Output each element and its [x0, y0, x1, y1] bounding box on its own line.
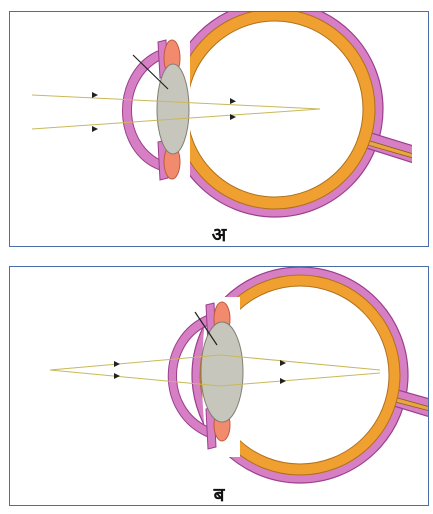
eye-diagram-b: [10, 267, 429, 506]
arrowhead-icon: [114, 373, 120, 379]
vitreous-a: [187, 21, 363, 197]
lens-a: [157, 64, 189, 154]
panel-b: ब: [9, 266, 429, 506]
panel-a: अ: [9, 11, 429, 247]
arrowhead-icon: [114, 361, 120, 367]
panel-label-b: ब: [10, 481, 428, 506]
arrowhead-icon: [92, 126, 98, 132]
lens-b: [201, 322, 243, 422]
arrowhead-icon: [92, 92, 98, 98]
panel-label-a: अ: [10, 221, 428, 247]
eye-diagram-a: [10, 12, 429, 247]
